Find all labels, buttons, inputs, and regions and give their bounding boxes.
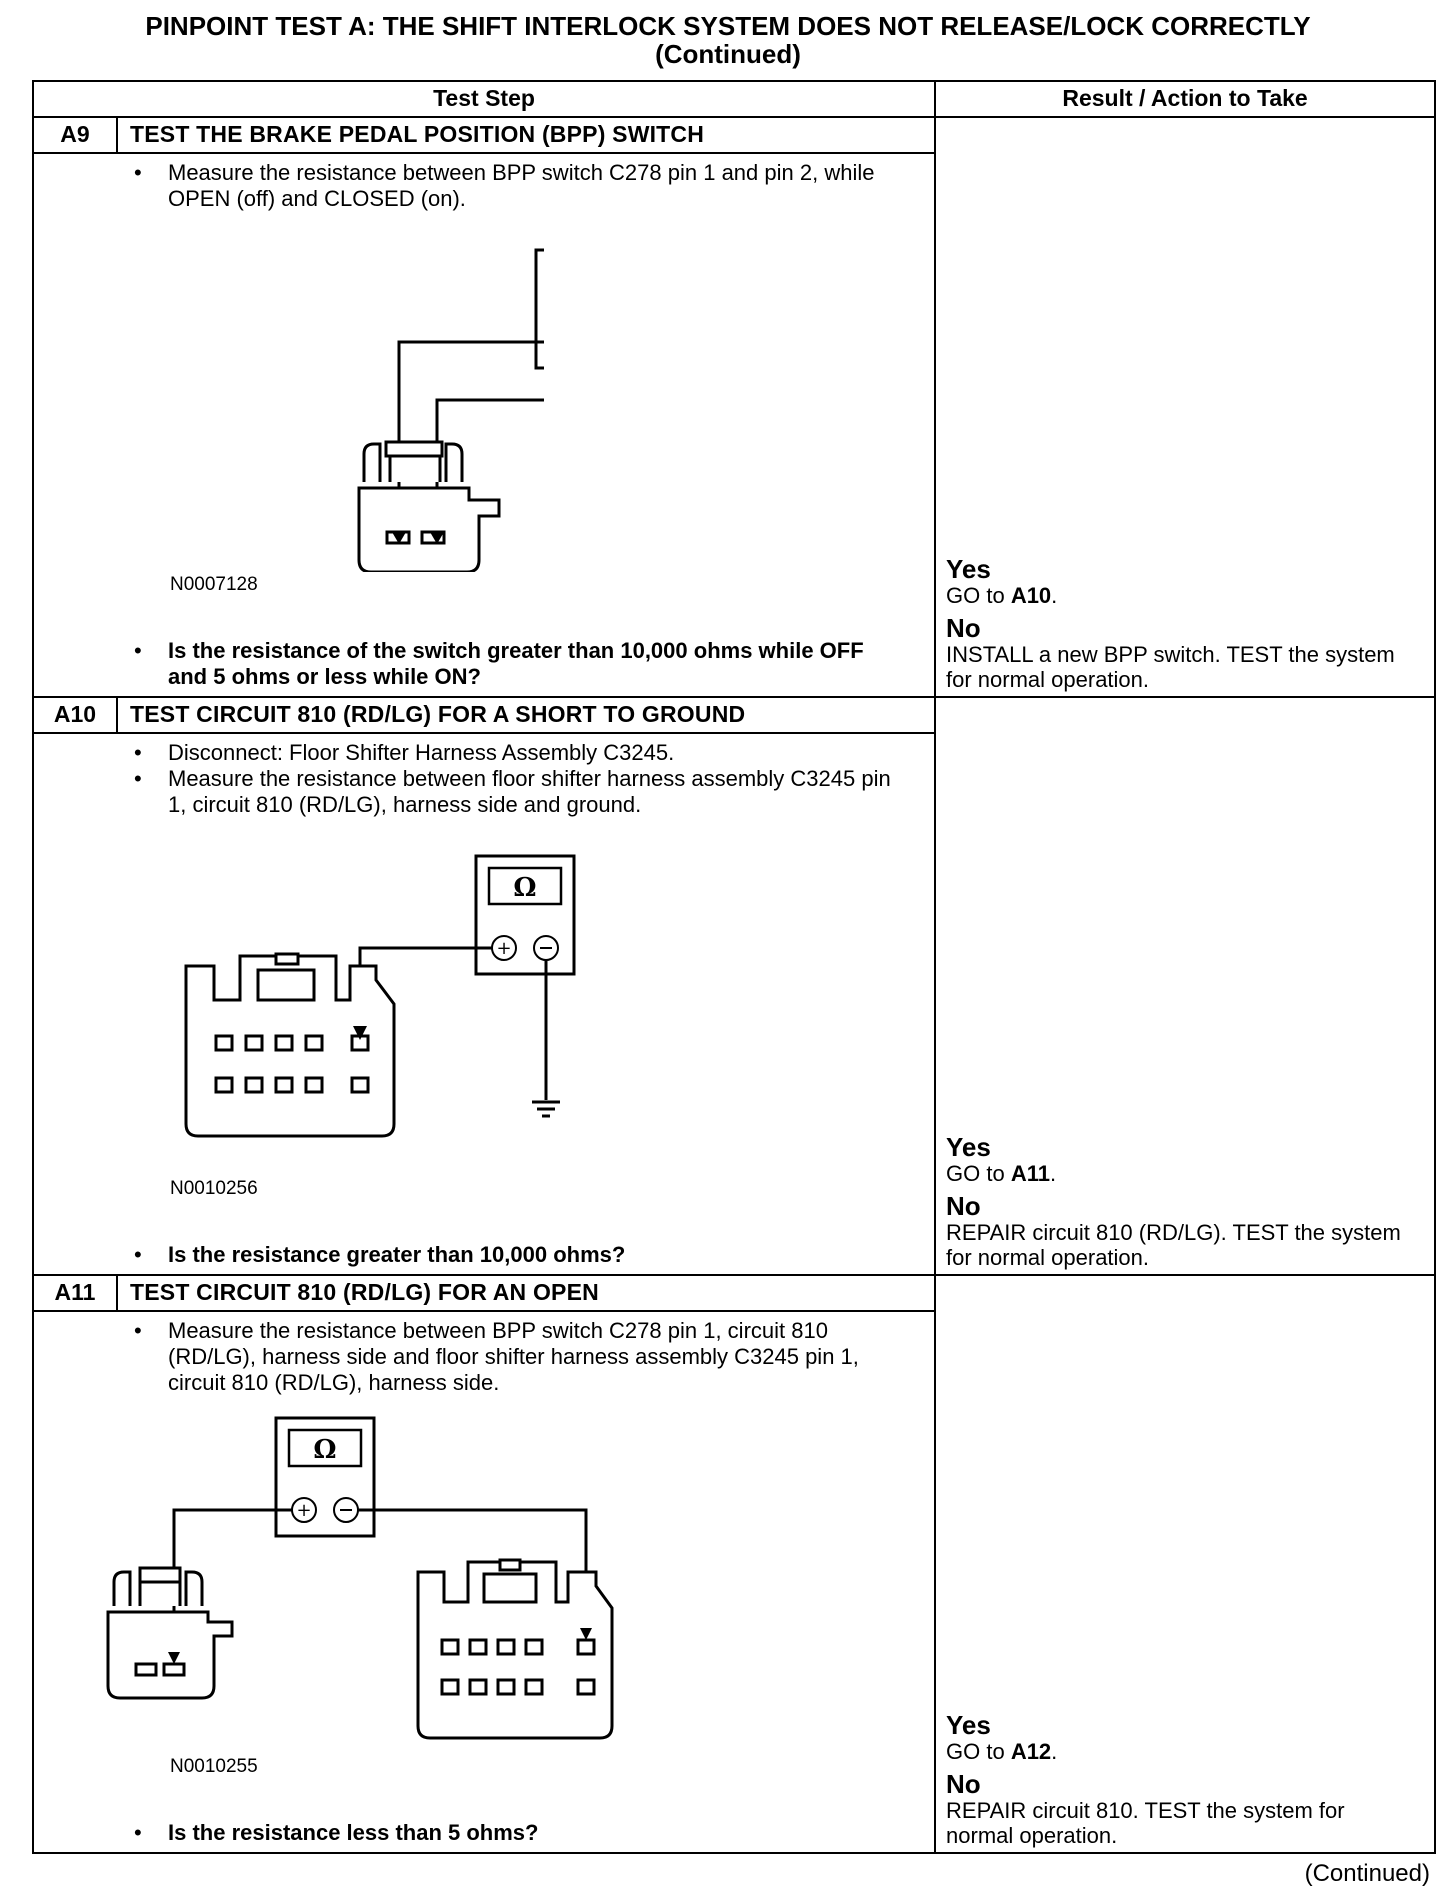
column-header-test-step: Test Step: [31, 80, 937, 118]
floor-shifter-connector: [416, 1558, 614, 1740]
yes-prefix: GO to: [946, 1739, 1011, 1764]
no-action: REPAIR circuit 810. TEST the system for …: [946, 1798, 1345, 1848]
yes-suffix: .: [1049, 1161, 1057, 1186]
yes-suffix: .: [1051, 583, 1058, 608]
ohmmeter-body: [534, 248, 544, 370]
floor-shifter-ground-diagram: Ω +: [184, 854, 576, 1138]
question-text: Is the resistance of the switch greater …: [34, 638, 934, 690]
no-label: No: [946, 613, 981, 643]
step-id: A9: [32, 116, 118, 154]
no-action: INSTALL a new BPP switch. TEST the syste…: [946, 642, 1395, 692]
bullet-item: Disconnect: Floor Shifter Harness Assemb…: [34, 740, 934, 766]
figure-id: N0010255: [170, 1756, 258, 1777]
bullet-list: Disconnect: Floor Shifter Harness Assemb…: [34, 740, 934, 818]
column-header-result: Result / Action to Take: [934, 80, 1437, 118]
bullet-item: Measure the resistance between BPP switc…: [34, 1318, 934, 1396]
title-line-2: (Continued): [655, 39, 801, 69]
question-text: Is the resistance less than 5 ohms?: [34, 1820, 934, 1846]
floor-shifter-connector: [184, 952, 396, 1138]
result-block: Yes GO to A11. No REPAIR circuit 810 (RD…: [946, 1133, 1414, 1270]
bpp-switch-meter-diagram: Ω +: [357, 248, 544, 572]
step-body-a11: Measure the resistance between BPP switc…: [31, 1310, 937, 1854]
bpp-to-shifter-open-diagram: Ω +: [106, 1416, 614, 1740]
result-block: Yes GO to A10. No INSTALL a new BPP swit…: [946, 555, 1414, 692]
bullet-item: Measure the resistance between BPP switc…: [34, 160, 934, 212]
yes-label: Yes: [946, 554, 991, 584]
step-question: Is the resistance of the switch greater …: [34, 638, 934, 690]
result-cell-a9: Yes GO to A10. No INSTALL a new BPP swit…: [934, 116, 1437, 698]
bpp-switch-connector: [106, 1566, 234, 1700]
yes-target: A10: [1010, 583, 1052, 608]
step-body-a9: Measure the resistance between BPP switc…: [31, 152, 937, 698]
no-label: No: [946, 1191, 981, 1221]
yes-prefix: GO to: [946, 1161, 1011, 1186]
no-label: No: [946, 1769, 981, 1799]
bullet-list: Measure the resistance between BPP switc…: [34, 1318, 934, 1396]
svg-text:+: +: [496, 938, 511, 959]
yes-target: A12: [1010, 1739, 1052, 1764]
question-text: Is the resistance greater than 10,000 oh…: [34, 1242, 934, 1268]
step-heading: TEST CIRCUIT 810 (RD/LG) FOR AN OPEN: [115, 1274, 937, 1312]
figure-id: N0007128: [170, 574, 258, 595]
yes-suffix: .: [1051, 1739, 1058, 1764]
bpp-switch-connector: [357, 440, 501, 572]
pinpoint-test-table: Test Step Result / Action to Take A9 TES…: [31, 80, 1437, 1854]
step-id: A10: [32, 696, 118, 734]
yes-label: Yes: [946, 1132, 991, 1162]
step-heading: TEST CIRCUIT 810 (RD/LG) FOR A SHORT TO …: [115, 696, 937, 734]
page-title: PINPOINT TEST A: THE SHIFT INTERLOCK SYS…: [0, 12, 1456, 68]
ohm-symbol: Ω: [313, 1435, 336, 1465]
step-heading: TEST THE BRAKE PEDAL POSITION (BPP) SWIT…: [115, 116, 937, 154]
bullet-list: Measure the resistance between BPP switc…: [34, 160, 934, 212]
yes-prefix: GO to: [946, 583, 1011, 608]
step-body-a10: Disconnect: Floor Shifter Harness Assemb…: [31, 732, 937, 1276]
svg-text:+: +: [296, 1500, 311, 1521]
result-block: Yes GO to A12. No REPAIR circuit 810. TE…: [946, 1711, 1414, 1848]
title-line-1: PINPOINT TEST A: THE SHIFT INTERLOCK SYS…: [145, 11, 1311, 41]
step-question: Is the resistance greater than 10,000 oh…: [34, 1242, 934, 1268]
no-action: REPAIR circuit 810 (RD/LG). TEST the sys…: [946, 1220, 1401, 1270]
bullet-item: Measure the resistance between floor shi…: [34, 766, 934, 818]
ohmmeter-display: [287, 1428, 363, 1468]
result-cell-a10: Yes GO to A11. No REPAIR circuit 810 (RD…: [934, 696, 1437, 1276]
yes-label: Yes: [946, 1710, 991, 1740]
yes-target: A11: [1010, 1161, 1050, 1186]
ohmmeter-display: [487, 866, 563, 906]
continued-label: (Continued): [1304, 1860, 1430, 1887]
step-question: Is the resistance less than 5 ohms?: [34, 1820, 934, 1846]
step-id: A11: [32, 1274, 118, 1312]
result-cell-a11: Yes GO to A12. No REPAIR circuit 810. TE…: [934, 1274, 1437, 1854]
ohm-symbol: Ω: [513, 873, 536, 903]
ground-icon: [532, 1100, 560, 1118]
figure-id: N0010256: [170, 1178, 258, 1199]
